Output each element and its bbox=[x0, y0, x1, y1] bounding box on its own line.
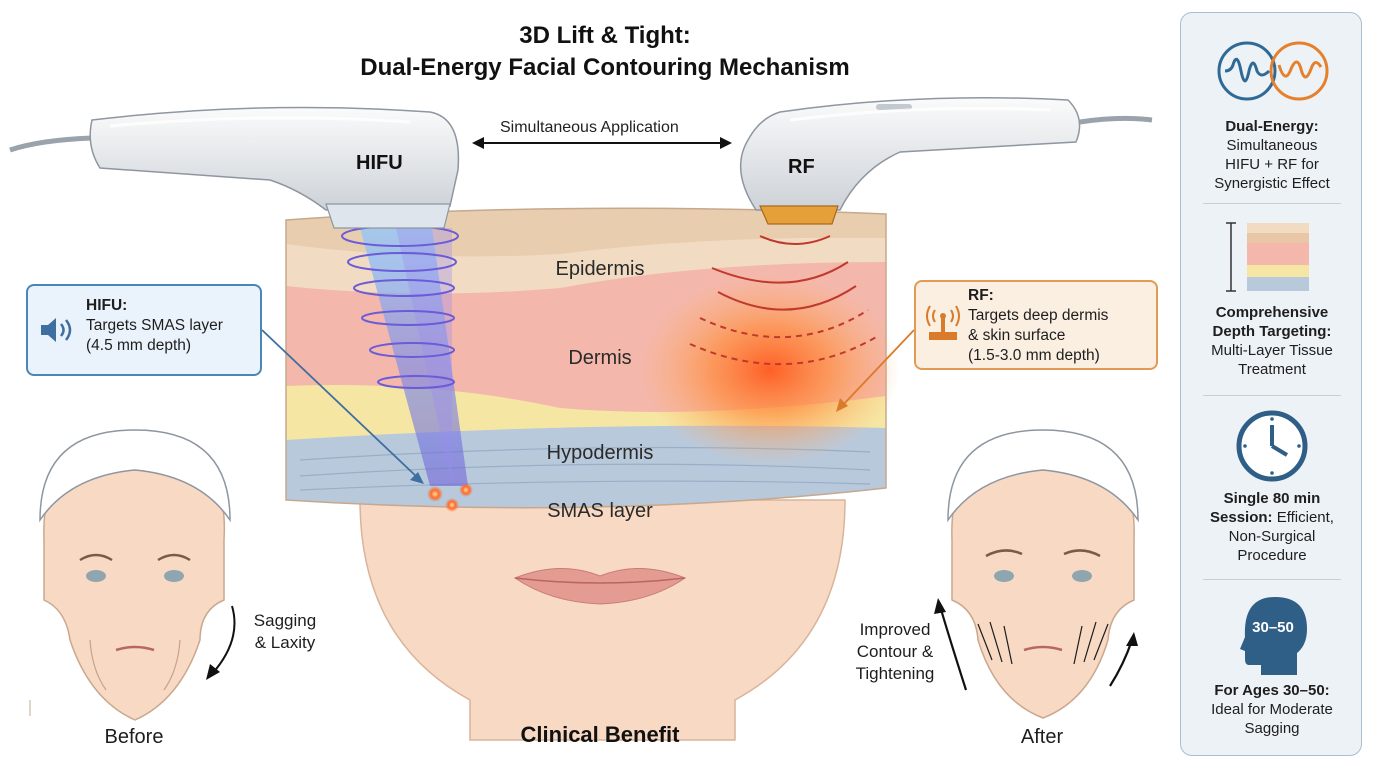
sidebar-item-session: Single 80 min Session: Efficient, Non-Su… bbox=[1181, 489, 1363, 565]
layers-icon bbox=[1226, 222, 1309, 292]
center-face bbox=[359, 499, 846, 741]
head-icon bbox=[1240, 597, 1307, 675]
before-label: Before bbox=[104, 726, 164, 748]
before-note-line1: Sagging bbox=[253, 611, 317, 630]
sidebar-item3-bold2: Session: bbox=[1210, 509, 1273, 526]
title-line-2: Dual-Energy Facial Contouring Mechanism bbox=[360, 54, 850, 81]
after-label: After bbox=[1020, 726, 1064, 748]
hifu-callout-line1: Targets SMAS layer bbox=[86, 317, 223, 334]
epidermis-label: Epidermis bbox=[555, 258, 645, 280]
sidebar-item3-rest2: Efficient, bbox=[1272, 509, 1334, 526]
sidebar-item1-line1: Simultaneous bbox=[1226, 137, 1318, 154]
sidebar-item1-line3: Synergistic Effect bbox=[1214, 175, 1330, 192]
after-note-line2: Contour & bbox=[856, 642, 934, 661]
sidebar-item2-bold1: Comprehensive bbox=[1215, 304, 1329, 321]
sidebar-item4-line1: Ideal for Moderate bbox=[1211, 701, 1333, 718]
rf-heat-zone bbox=[640, 235, 900, 465]
radio-wave-icon bbox=[926, 305, 960, 340]
dual-wave-icon bbox=[1217, 41, 1329, 101]
rf-callout-line2: & skin surface bbox=[968, 327, 1066, 344]
sidebar-item-ages: For Ages 30–50: Ideal for Moderate Saggi… bbox=[1181, 681, 1363, 738]
sidebar-item4-bold: For Ages 30–50: bbox=[1214, 682, 1330, 699]
sidebar-divider bbox=[1203, 579, 1341, 580]
sidebar-item-depth: Comprehensive Depth Targeting: Multi-Lay… bbox=[1181, 303, 1363, 379]
sidebar-item3-line1: Non-Surgical bbox=[1228, 528, 1316, 545]
page-title: 3D Lift & Tight: Dual-Energy Facial Cont… bbox=[0, 20, 1210, 84]
smas-label: SMAS layer bbox=[547, 500, 653, 522]
hifu-callout: HIFU: Targets SMAS layer (4.5 mm depth) bbox=[26, 284, 262, 376]
hifu-probe-label: HIFU bbox=[356, 152, 403, 174]
sidebar-item-dual-energy: Dual-Energy: Simultaneous HIFU + RF for … bbox=[1181, 117, 1363, 193]
after-note: Improved Contour & Tightening bbox=[840, 619, 950, 685]
hifu-beam bbox=[341, 225, 473, 512]
rf-callout-line3: (1.5-3.0 mm depth) bbox=[968, 347, 1100, 364]
sidebar-item1-bold: Dual-Energy: bbox=[1225, 118, 1319, 135]
sidebar-item4-line2: Sagging bbox=[1244, 720, 1300, 737]
before-face-illustration bbox=[29, 429, 236, 721]
after-note-line3: Tightening bbox=[855, 664, 935, 683]
sidebar-divider bbox=[1203, 395, 1341, 396]
after-note-line1: Improved bbox=[859, 620, 931, 639]
before-note-line2: & Laxity bbox=[254, 633, 316, 652]
clinical-benefit-label: Clinical Benefit bbox=[520, 722, 680, 747]
simultaneous-arrow bbox=[472, 137, 732, 149]
rf-callout: RF: Targets deep dermis & skin surface (… bbox=[914, 280, 1158, 370]
rf-probe bbox=[739, 96, 1153, 225]
rf-callout-line1: Targets deep dermis bbox=[968, 307, 1109, 324]
hifu-probe bbox=[9, 106, 460, 229]
sidebar-item1-line2: HIFU + RF for bbox=[1225, 156, 1319, 173]
sidebar-item2-bold2: Depth Targeting: bbox=[1212, 323, 1332, 340]
simultaneous-label: Simultaneous Application bbox=[500, 119, 679, 136]
rf-callout-title: RF: bbox=[968, 287, 994, 304]
sidebar-item2-line1: Multi-Layer Tissue bbox=[1211, 342, 1333, 359]
sidebar-divider bbox=[1203, 203, 1341, 204]
dermis-label: Dermis bbox=[568, 347, 632, 369]
benefits-sidebar: Dual-Energy: Simultaneous HIFU + RF for … bbox=[1180, 12, 1362, 756]
hypodermis-label: Hypodermis bbox=[546, 442, 654, 464]
before-note: Sagging & Laxity bbox=[240, 610, 330, 654]
callout-arrows bbox=[261, 329, 915, 484]
sidebar-item3-line2: Procedure bbox=[1237, 547, 1307, 564]
age-badge: 30–50 bbox=[1252, 619, 1294, 636]
title-line-1: 3D Lift & Tight: bbox=[519, 22, 691, 49]
clock-icon bbox=[1236, 410, 1308, 482]
sidebar-item2-line2: Treatment bbox=[1238, 361, 1306, 378]
speaker-icon bbox=[41, 318, 72, 342]
after-face-illustration bbox=[934, 429, 1139, 719]
hifu-callout-title: HIFU: bbox=[86, 297, 128, 314]
hifu-callout-line2: (4.5 mm depth) bbox=[86, 337, 192, 354]
sidebar-item3-bold1: Single 80 min bbox=[1223, 490, 1321, 507]
rf-probe-label: RF bbox=[788, 156, 815, 178]
